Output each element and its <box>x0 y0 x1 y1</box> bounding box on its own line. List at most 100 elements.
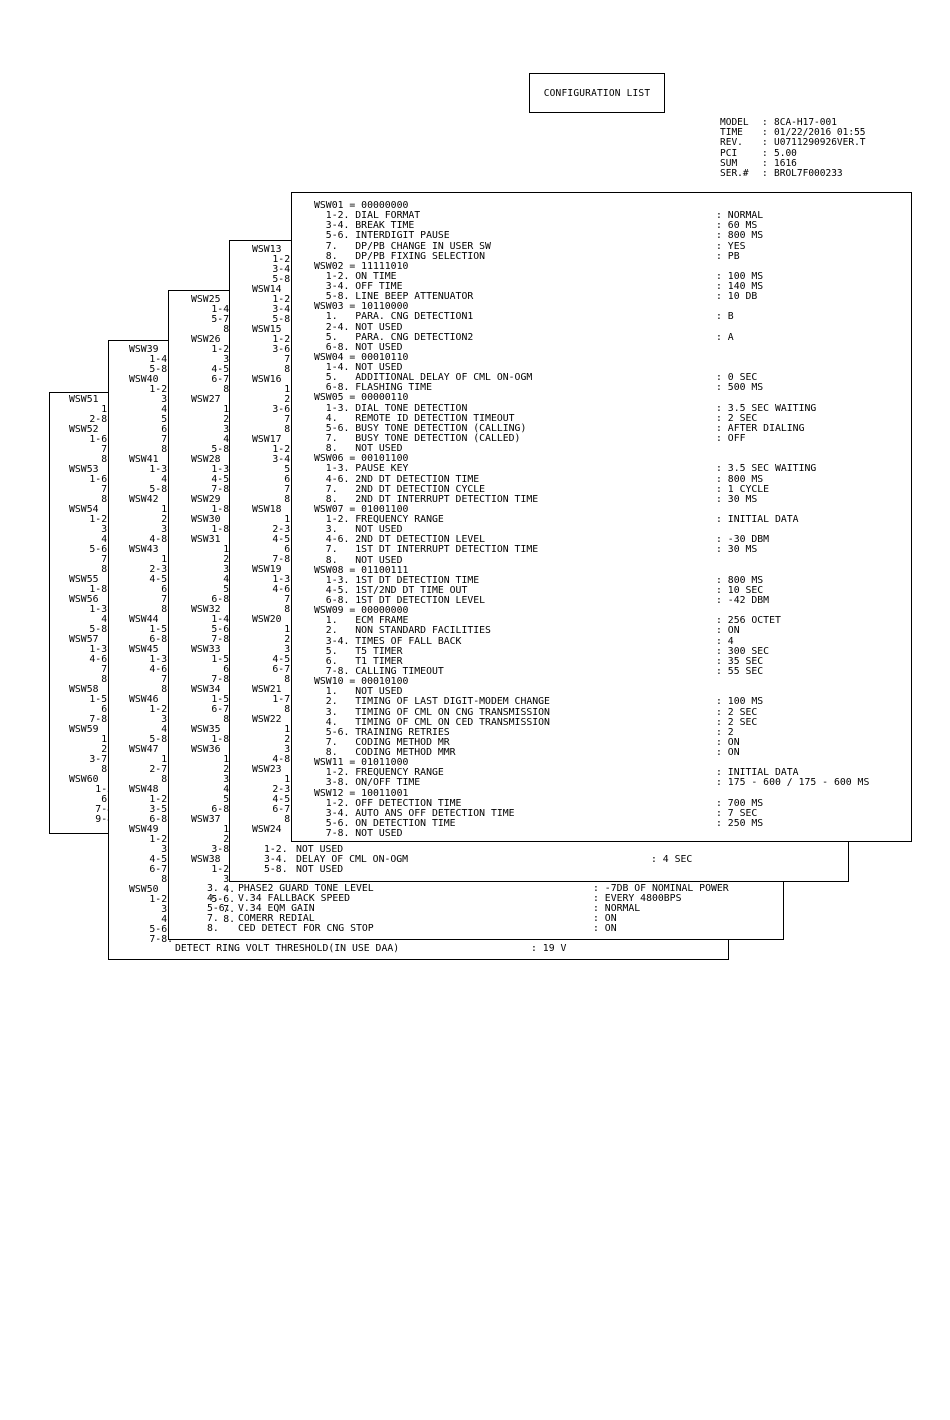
setting-value: : A <box>716 331 734 343</box>
bit-range: 6-8. <box>149 634 173 645</box>
header-row: PCI:5.00 <box>720 148 866 159</box>
switch-id: WSW39 <box>129 344 159 355</box>
switch-id: WSW49 <box>129 824 159 835</box>
setting-label: 3-4. OFF TIME <box>314 281 403 293</box>
switch-id: WSW29 <box>191 494 221 505</box>
bit-range: 4-8. <box>149 534 173 545</box>
bit-range: 5-6. <box>211 894 235 905</box>
header-key: REV. <box>720 137 743 149</box>
switch-id: WSW32 <box>191 604 221 615</box>
bit-range: 4-5. <box>211 364 235 375</box>
page-title: CONFIGURATION LIST <box>543 87 651 99</box>
bit-range: 7-8. <box>211 634 235 645</box>
header-value: 8CA-H17-001 <box>774 117 837 128</box>
bit-range: 8. <box>252 495 296 505</box>
switch-id: WSW54 <box>69 504 99 515</box>
setting-value: : -30 DBM <box>716 534 770 546</box>
switch-id: WSW25 <box>191 294 221 305</box>
bit-range: 3. <box>129 715 173 725</box>
bit-range: 6-7. <box>211 704 235 715</box>
bit-range: 8. <box>69 455 113 465</box>
bit-range: 1-2. <box>149 794 173 805</box>
switch-id: WSW20 <box>252 614 282 625</box>
row-label: V.34 FALLBACK SPEED <box>238 893 351 904</box>
setting-value: : 60 MS <box>716 220 758 232</box>
setting-value: : 140 MS <box>716 281 764 293</box>
bit-range: 4. <box>129 405 173 415</box>
row-label: DELAY OF CML ON-OGM <box>296 854 409 865</box>
bit-range: 6. <box>69 795 113 805</box>
bit-range: 4. <box>129 475 173 485</box>
bit-range: 7-8. <box>211 484 235 495</box>
bit-range: 4-6. <box>272 584 296 595</box>
bit-range: 4. <box>129 915 173 925</box>
setting-label: 8. 2ND DT INTERRUPT DETECTION TIME <box>314 493 539 505</box>
bit-range: 1-5 <box>95 784 113 795</box>
row-label: NOT USED <box>296 864 344 875</box>
setting-label: 5. ADDITIONAL DELAY OF CML ON-OGM <box>314 372 533 384</box>
switch-id: WSW13 <box>252 244 282 255</box>
bit-range: 1-8. <box>211 504 235 515</box>
setting-label: 1. ECM FRAME <box>314 615 409 627</box>
switch-id: WSW58 <box>69 684 99 695</box>
bit-range: 8. <box>252 605 296 615</box>
setting-value: : 10 DB <box>716 291 758 303</box>
setting-value: : 700 MS <box>716 797 764 809</box>
bit-range: 5-8. <box>89 624 113 635</box>
bit-range: 5. <box>252 465 296 475</box>
setting-label: 6-8. FLASHING TIME <box>314 382 432 394</box>
bit-range: 6-7. <box>272 664 296 675</box>
bit-range: 1. <box>69 735 113 745</box>
setting-value: : 175 - 600 / 175 - 600 MS <box>716 777 870 789</box>
bit-range: 8. <box>69 565 113 575</box>
bit-range: 2. <box>69 745 113 755</box>
setting-value: : 2 SEC <box>716 706 758 718</box>
setting-label: 3-4. TIMES OF FALL BACK <box>314 635 462 647</box>
bit-range: 1-7. <box>272 694 296 705</box>
switch-header: WSW03 = 10110000 <box>314 301 409 313</box>
bit-range: 1-5. <box>211 654 235 665</box>
bit-range: 8. <box>252 705 296 715</box>
header-row: SER.#:BROL7F000233 <box>720 168 866 180</box>
bit-range: 4-6. <box>89 654 113 665</box>
bit-range: 2. <box>252 735 296 745</box>
bit-range: 2. <box>252 395 296 405</box>
setting-value: : NORMAL <box>716 210 764 222</box>
switch-header: WSW12 = 10011001 <box>314 787 409 799</box>
setting-label: 5-6. BUSY TONE DETECTION (CALLING) <box>314 422 527 434</box>
switch-id: WSW40 <box>129 374 159 385</box>
bit-range: 7. <box>69 665 113 675</box>
header-key: SER.# <box>720 168 749 180</box>
row-num: 3-4. <box>264 854 288 865</box>
setting-value: : YES <box>716 240 746 252</box>
setting-value: : B <box>716 311 734 323</box>
bit-range: 8. <box>129 685 173 695</box>
bit-range: 7. <box>69 485 113 495</box>
bit-range: 1-2. <box>149 704 173 715</box>
bit-range: 1-4. <box>149 354 173 365</box>
bit-range: 7. <box>252 595 296 605</box>
setting-label: 4-6. 2ND DT DETECTION TIME <box>314 473 480 485</box>
switch-id: WSW48 <box>129 784 159 795</box>
switch-header: WSW02 = 11111010 <box>314 260 409 272</box>
switch-id: WSW19 <box>252 564 282 575</box>
bit-range: 3-8. <box>211 844 235 855</box>
switch-header: WSW01 = 00000000 <box>314 200 409 211</box>
setting-label: 6-8. 1ST DT DETECTION LEVEL <box>314 595 486 607</box>
bit-range: 2-3. <box>149 564 173 575</box>
bit-range: 1-6. <box>89 474 113 485</box>
bit-range: 7. <box>69 445 113 455</box>
bottom-row-label: DETECT RING VOLT THRESHOLD(IN USE DAA) <box>175 943 400 954</box>
bit-range: 5-8. <box>149 484 173 495</box>
setting-value: : PB <box>716 250 740 262</box>
row-num: 7. <box>207 913 219 924</box>
setting-label: 3-4. AUTO ANS OFF DETECTION TIME <box>314 807 515 819</box>
row-value: : 4 SEC <box>651 854 693 865</box>
bit-range: 5. <box>129 415 173 425</box>
bit-range: 7-8. <box>89 714 113 725</box>
setting-label: 1-3. DIAL TONE DETECTION <box>314 402 468 414</box>
setting-label: 1. PARA. CNG DETECTION1 <box>314 311 474 323</box>
bit-range: 5-6. <box>149 924 173 935</box>
